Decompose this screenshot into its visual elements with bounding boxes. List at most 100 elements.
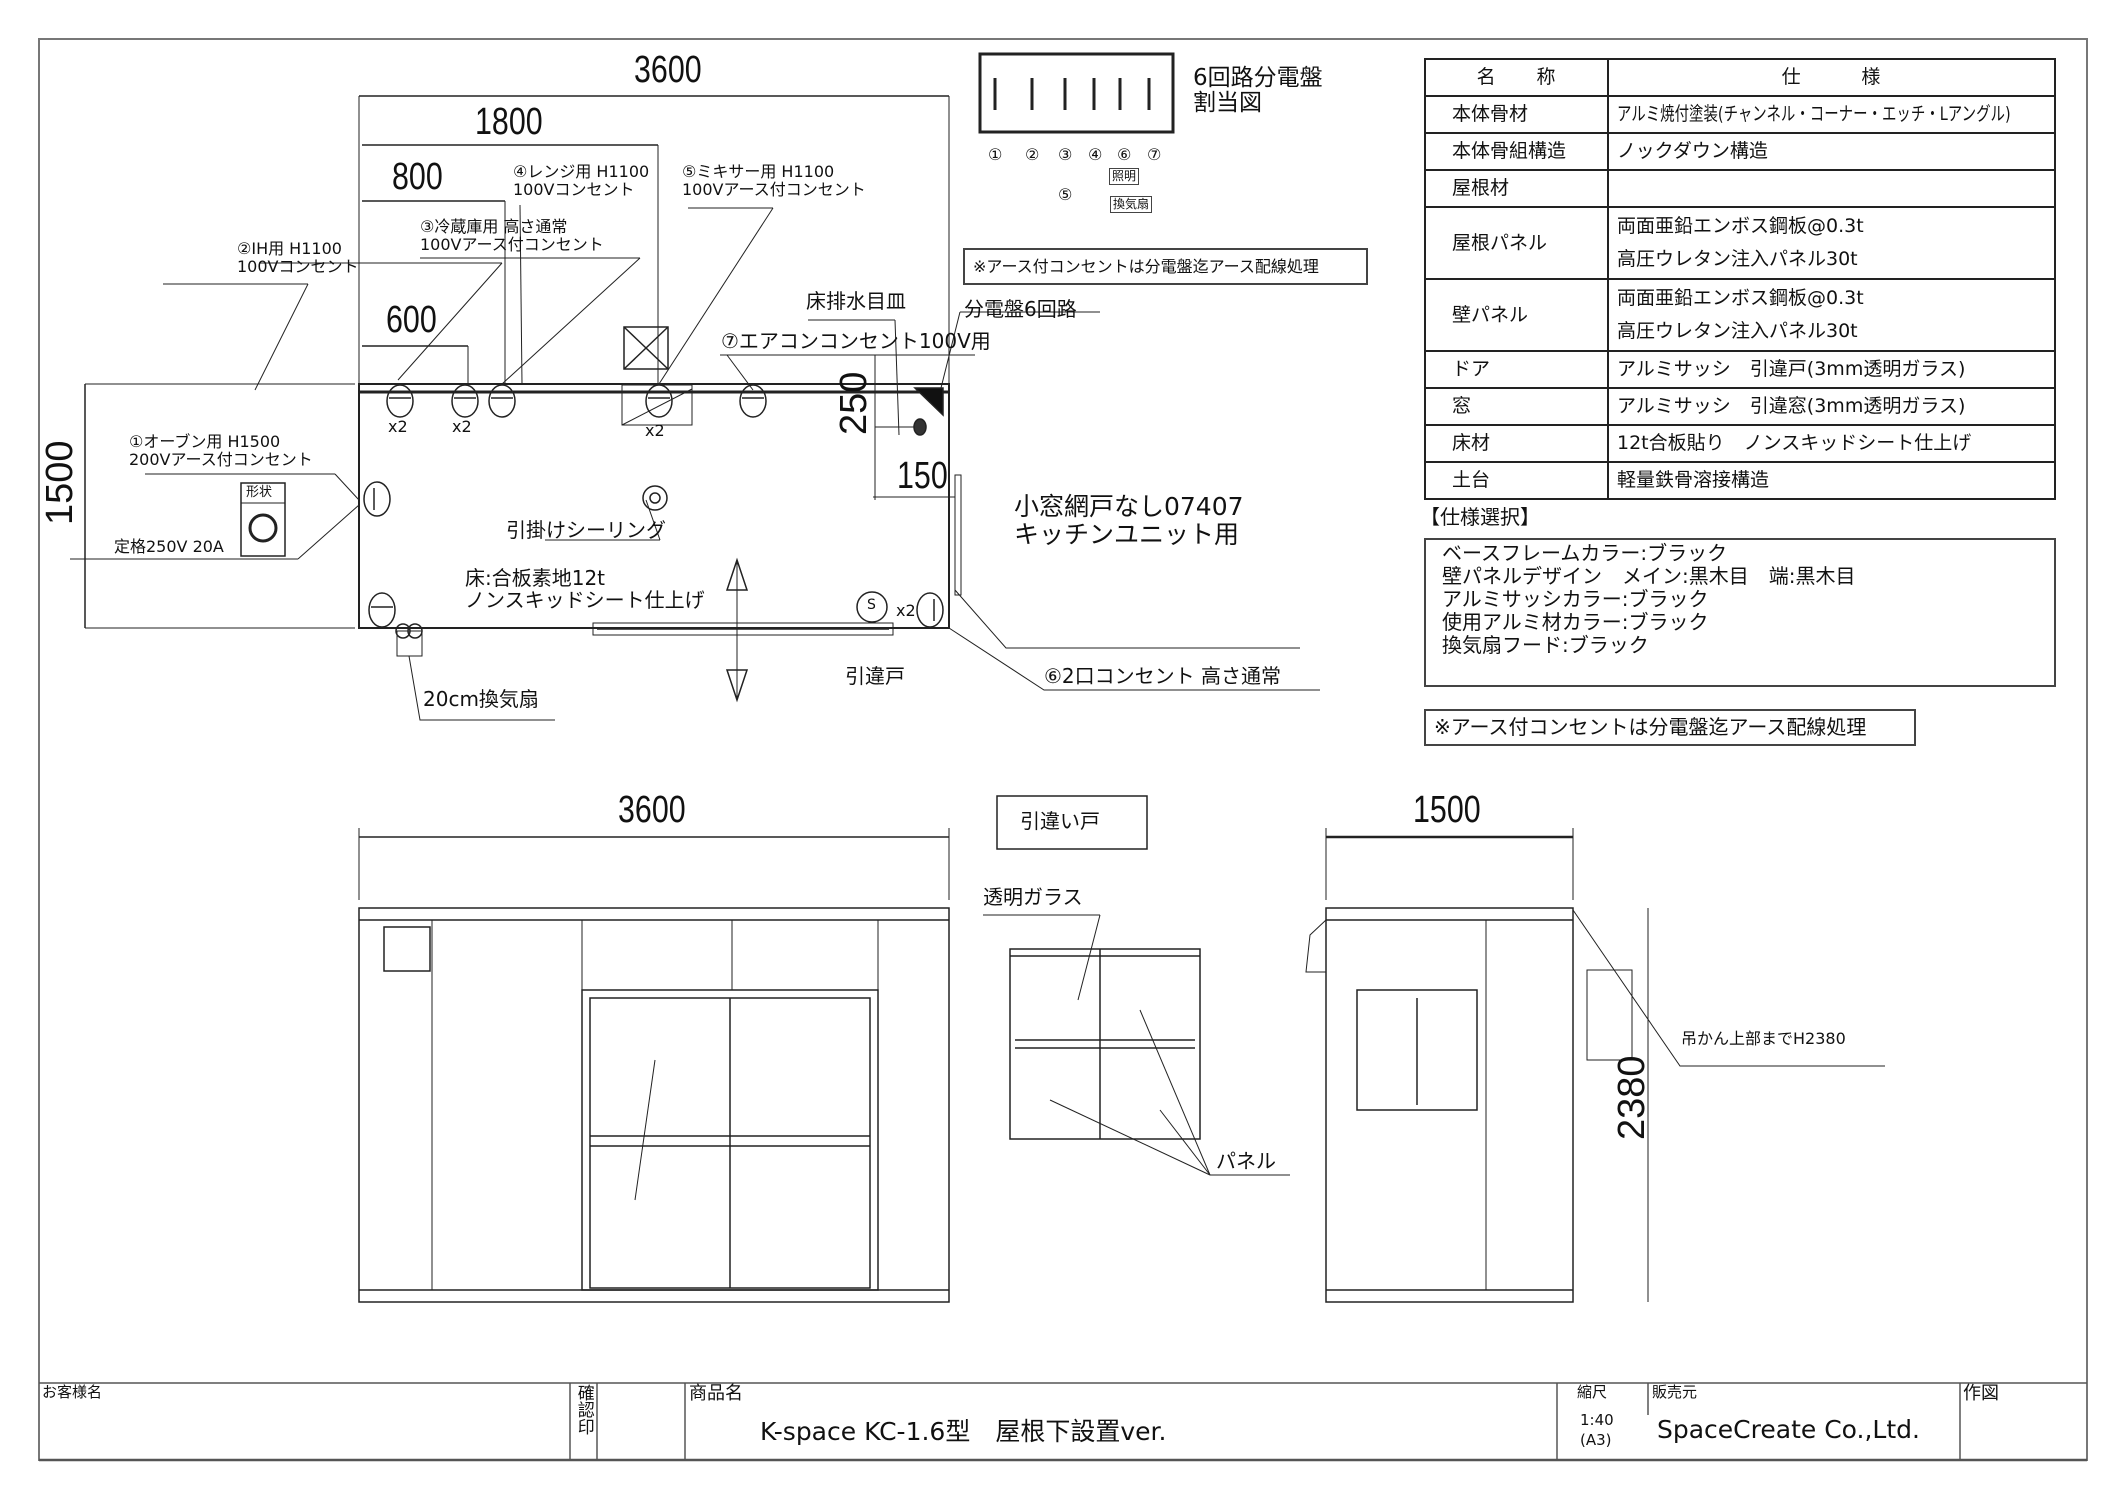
rating-label: 定格250V 20A	[114, 537, 224, 556]
label-aircon-outlet: ⑦エアコンコンセント100V用	[721, 329, 991, 353]
label-line: 床:合板素地12t	[465, 566, 606, 590]
label-line: ⑤ミキサー用 H1100	[682, 162, 835, 181]
paper-size: (A3)	[1580, 1431, 1612, 1449]
circuit-4: ④	[1088, 145, 1103, 164]
table-row: 壁パネル両面亜鉛エンボス鋼板@0.3t 高圧ウレタン注入パネル30t	[1424, 278, 2056, 352]
row-name: 壁パネル	[1424, 278, 1609, 352]
row-spec	[1607, 169, 2056, 208]
scale-label: 縮尺	[1577, 1383, 1608, 1401]
options-list: ベースフレームカラー:ブラック 壁パネルデザイン メイン:黒木目 端:黒木目 ア…	[1442, 542, 1855, 657]
row-name: 屋根材	[1424, 169, 1609, 208]
door-detail	[983, 795, 1290, 1176]
panel-label: パネル	[1216, 1149, 1276, 1173]
row-spec: 12t合板貼り ノンスキッドシート仕上げ	[1607, 424, 2056, 463]
row-name: 窓	[1424, 387, 1609, 426]
row-spec: 両面亜鉛エンボス鋼板@0.3t 高圧ウレタン注入パネル30t	[1607, 278, 2056, 352]
label-line: 小窓網戸なし07407	[1014, 492, 1244, 521]
option-item: アルミサッシカラー:ブラック	[1442, 587, 1709, 611]
label-line: ③冷蔵庫用 高さ通常	[420, 217, 568, 236]
side-elevation	[1305, 828, 1885, 1303]
table-header: 名 称仕 様	[1424, 58, 2056, 97]
customer-label: お客様名	[42, 1383, 103, 1401]
spec-line: アルミ焼付塗装(チャンネル・コーナー・エッチ・Lアングル)	[1617, 103, 2011, 126]
clear-glass-label: 透明ガラス	[983, 885, 1083, 909]
row-name: 土台	[1424, 461, 1609, 500]
spec-line: 両面亜鉛エンボス鋼板@0.3t	[1617, 287, 1864, 310]
confirm-stamp-label: 確認印	[573, 1384, 594, 1435]
row-name: ドア	[1424, 350, 1609, 389]
label-line: ①オーブン用 H1500	[129, 432, 281, 451]
spec-line: 高圧ウレタン注入パネル30t	[1617, 320, 1858, 342]
label-line: 100Vアース付コンセント	[682, 179, 866, 199]
seller-label: 販売元	[1652, 1383, 1698, 1401]
door-type-label: 引違い戸	[1020, 809, 1100, 833]
dim-150: 150	[897, 455, 948, 497]
panel-diagram	[978, 52, 1175, 134]
qty-x2: x2	[388, 417, 408, 436]
scale-value: 1:40	[1580, 1411, 1614, 1429]
circuit-5: ⑤	[1058, 185, 1073, 204]
row-spec: アルミサッシ 引違戸(3mm透明ガラス)	[1607, 350, 2056, 389]
option-item: ベースフレームカラー:ブラック	[1442, 541, 1728, 565]
label-line: 100Vアース付コンセント	[420, 234, 604, 254]
circuit-3: ③	[1058, 145, 1073, 164]
header-name: 名 称	[1424, 58, 1609, 97]
table-row: 本体骨材アルミ焼付塗装(チャンネル・コーナー・エッチ・Lアングル)	[1424, 95, 2056, 134]
front-dim-3600: 3600	[618, 789, 686, 831]
side-dim-1500: 1500	[1413, 789, 1481, 831]
qty-x2: x2	[896, 601, 916, 620]
qty-x2: x2	[645, 421, 665, 440]
label-vent-fan: 20cm換気扇	[423, 687, 539, 711]
dim-250: 250	[833, 371, 875, 435]
dim-width-3600: 3600	[634, 49, 702, 91]
options-title: 【仕様選択】	[1420, 505, 1540, 529]
option-item: 使用アルミ材カラー:ブラック	[1442, 610, 1709, 634]
floor-plan	[70, 95, 1320, 721]
label-line: 200Vアース付コンセント	[129, 449, 313, 469]
label-line: ④レンジ用 H1100	[513, 162, 650, 181]
row-name: 本体骨組構造	[1424, 132, 1609, 171]
table-row: 本体骨組構造ノックダウン構造	[1424, 132, 2056, 171]
options-box: ベースフレームカラー:ブラック 壁パネルデザイン メイン:黒木目 端:黒木目 ア…	[1424, 538, 2056, 687]
label-line: 割当図	[1193, 90, 1262, 117]
table-row: ドアアルミサッシ 引違戸(3mm透明ガラス)	[1424, 350, 2056, 389]
earth-note-box: ※アース付コンセントは分電盤迄アース配線処理	[963, 248, 1368, 285]
row-name: 床材	[1424, 424, 1609, 463]
option-item: 換気扇フード:ブラック	[1442, 633, 1649, 657]
label-line: キッチンユニット用	[1014, 519, 1240, 549]
label-floor-drain: 床排水目皿	[806, 289, 906, 313]
row-spec: アルミ焼付塗装(チャンネル・コーナー・エッチ・Lアングル)	[1607, 95, 2056, 134]
label-line: 100Vコンセント	[513, 179, 635, 199]
title-block	[39, 1382, 2087, 1462]
switch-symbol: S	[867, 597, 876, 613]
label-ceiling-socket: 引掛けシーリング	[506, 518, 666, 542]
table-row: 窓アルミサッシ 引違窓(3mm透明ガラス)	[1424, 387, 2056, 426]
spec-table: 名 称仕 様 本体骨材アルミ焼付塗装(チャンネル・コーナー・エッチ・Lアングル)…	[1424, 58, 2056, 500]
circuit-6: ⑥	[1117, 145, 1132, 164]
spec-line: 高圧ウレタン注入パネル30t	[1617, 248, 1858, 270]
hanger-height-label: 吊かん上部までH2380	[1681, 1029, 1846, 1048]
table-row: 屋根材	[1424, 169, 2056, 208]
row-spec: ノックダウン構造	[1607, 132, 2056, 171]
circuit-7: ⑦	[1147, 145, 1162, 164]
product-name: K-space KC-1.6型 屋根下設置ver.	[760, 1417, 1167, 1446]
circuit-2: ②	[1025, 145, 1040, 164]
dim-800: 800	[392, 156, 443, 198]
dim-1800: 1800	[475, 101, 543, 143]
label-panel-6: 分電盤6回路	[964, 297, 1077, 321]
label-line: 100Vコンセント	[237, 256, 359, 276]
header-spec: 仕 様	[1607, 58, 2056, 97]
row-name: 屋根パネル	[1424, 206, 1609, 280]
